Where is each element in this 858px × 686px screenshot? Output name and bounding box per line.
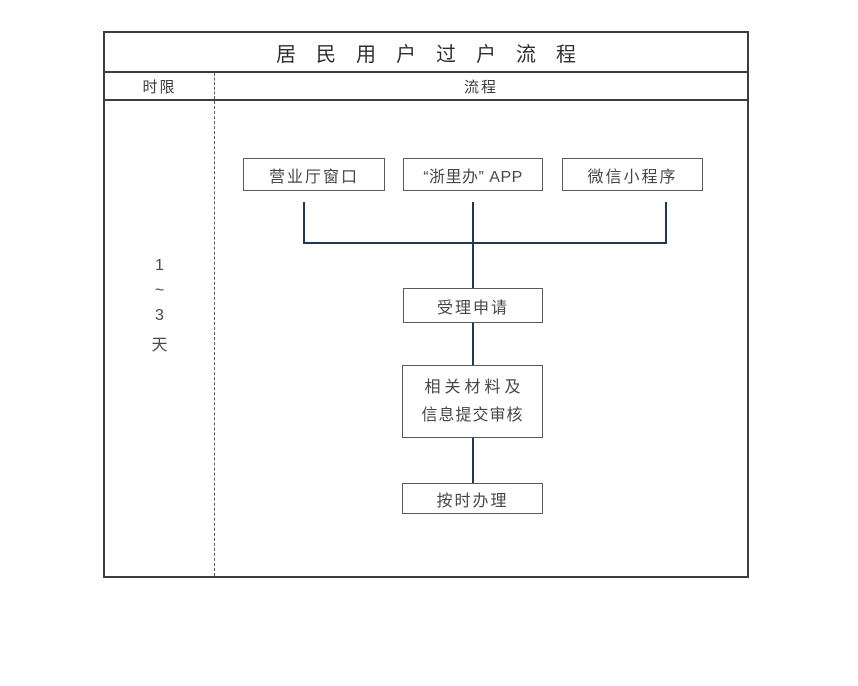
connector-merge-horizontal [303, 242, 667, 244]
flow-node-wechat-mini-program: 微信小程序 [562, 158, 703, 191]
time-limit-value-line: ~ [154, 282, 165, 299]
body-row: 1 ~ 3 天 [105, 101, 747, 576]
time-limit-value-line: 1 [155, 257, 164, 274]
time-limit-cell: 1 ~ 3 天 [105, 101, 215, 576]
connector-stub-hall [303, 202, 305, 243]
materials-review-line2: 信息提交审核 [421, 406, 524, 424]
connector-review-to-handle [472, 438, 474, 483]
process-header-label: 流程 [463, 78, 498, 96]
materials-review-line1: 相关材料及 [424, 378, 525, 396]
time-limit-value-line: 3 [155, 307, 164, 324]
title-row: 居民用户过户流程 [105, 33, 747, 73]
time-limit-value-line: 天 [151, 337, 168, 354]
connector-stub-app-center [472, 202, 474, 288]
connector-accept-to-review [472, 323, 474, 365]
page-title: 居民用户过户流程 [276, 43, 596, 66]
flow-node-handle-on-time: 按时办理 [402, 483, 543, 514]
connector-stub-wechat [665, 202, 667, 243]
header-row: 时限 流程 [105, 73, 747, 101]
time-limit-header-label: 时限 [142, 78, 177, 96]
flow-node-zheliban-app: “浙里办” APP [403, 158, 543, 191]
flow-node-business-hall-window: 营业厅窗口 [243, 158, 385, 191]
header-cell-time-limit: 时限 [105, 73, 215, 99]
flow-node-accept-application: 受理申请 [403, 288, 543, 323]
header-cell-process: 流程 [215, 73, 747, 99]
table-frame: 居民用户过户流程 时限 流程 1 ~ 3 天 营业厅窗口 “浙里办” APP 微… [103, 31, 749, 578]
flow-node-materials-review: 相关材料及 信息提交审核 [402, 365, 543, 438]
